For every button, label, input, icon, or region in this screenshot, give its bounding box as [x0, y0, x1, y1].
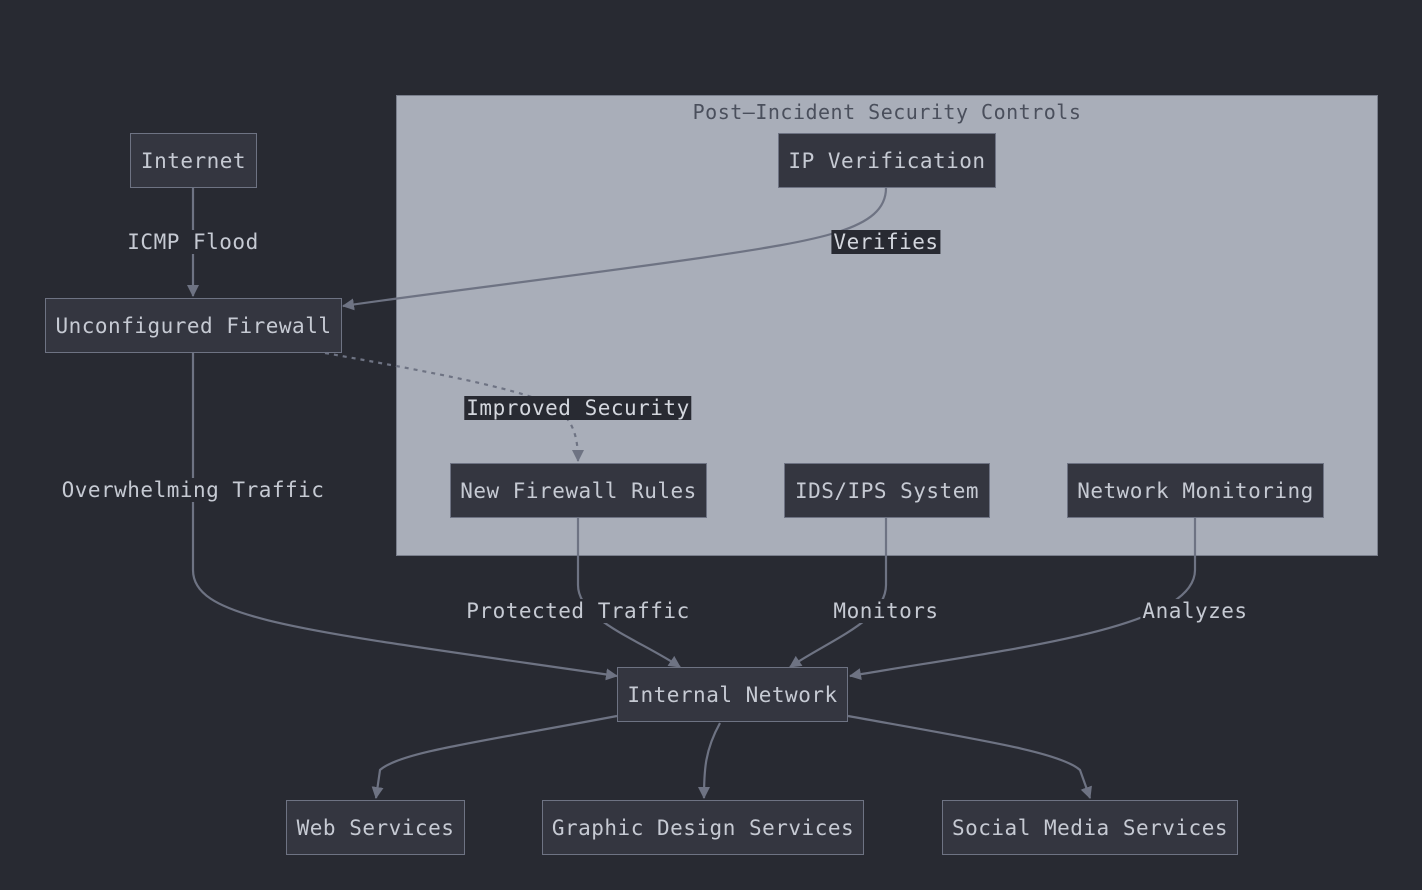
node-internal-network: Internal Network — [617, 667, 848, 722]
node-network-monitoring: Network Monitoring — [1067, 463, 1324, 518]
node-web-services: Web Services — [286, 800, 465, 855]
edge-label-monitors: Monitors — [831, 599, 941, 623]
edge-internal-graphic — [698, 722, 721, 799]
edge-internal-social — [847, 714, 1092, 799]
edge-label-overwhelming-traffic: Overwhelming Traffic — [59, 478, 327, 502]
edge-ipverify-firewall — [342, 187, 888, 311]
edge-label-protected-traffic: Protected Traffic — [464, 599, 692, 623]
edge-label-verifies: Verifies — [831, 230, 941, 254]
node-internet: Internet — [130, 133, 257, 188]
edge-firewall-internal — [191, 353, 618, 681]
cluster-title: Post–Incident Security Controls — [692, 100, 1082, 124]
edge-newrules-internal — [576, 518, 681, 668]
node-ip-verification: IP Verification — [778, 133, 996, 188]
node-social-media-services: Social Media Services — [942, 800, 1238, 855]
edge-internal-web — [371, 714, 618, 799]
edge-monitoring-internal — [849, 518, 1197, 681]
node-new-firewall-rules: New Firewall Rules — [450, 463, 707, 518]
edge-label-improved-security: Improved Security — [464, 396, 692, 420]
edge-label-analyzes: Analyzes — [1140, 599, 1250, 623]
edge-ids-internal — [789, 518, 888, 668]
node-unconfigured-firewall: Unconfigured Firewall — [45, 298, 342, 353]
node-graphic-design-services: Graphic Design Services — [542, 800, 864, 855]
edge-label-icmp-flood: ICMP Flood — [125, 230, 261, 254]
node-ids-ips-system: IDS/IPS System — [784, 463, 990, 518]
